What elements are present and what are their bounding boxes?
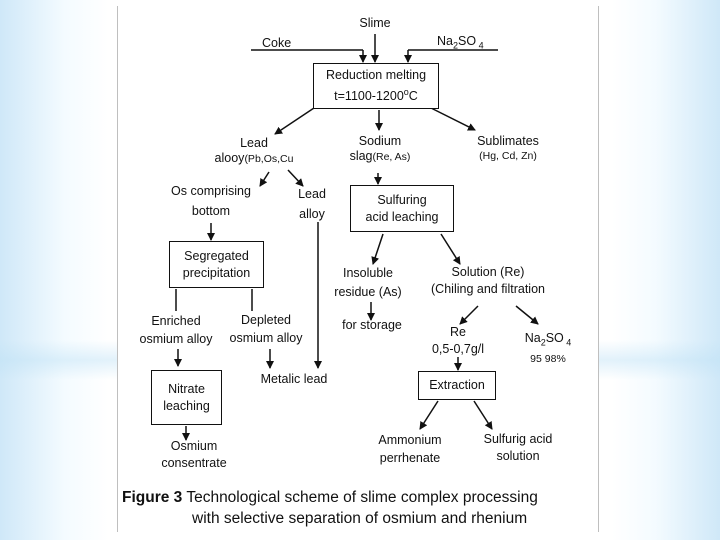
scheme-connectors bbox=[174, 34, 539, 441]
sodium-slag-node: Sodium slag(Re, As) bbox=[349, 134, 411, 163]
for-storage-label: for storage bbox=[342, 318, 402, 332]
arrow-solution-to-re bbox=[459, 305, 479, 325]
figure-label: Figure 3 bbox=[122, 489, 183, 506]
nitrate-leaching-box: Nitrate leaching bbox=[151, 370, 222, 425]
na2so4-input-label: Na2SO 4 bbox=[437, 34, 484, 51]
ammonium-perrhenate-node: Ammonium perrhenate bbox=[378, 433, 442, 465]
arrow-sulfuring-to-insoluble bbox=[371, 233, 384, 265]
coke-label: Coke bbox=[262, 36, 292, 50]
arrow-extraction-to-sulfuric bbox=[473, 400, 493, 430]
arrow-extraction-to-ammonium bbox=[419, 400, 439, 430]
arrow-reduction-to-lead bbox=[274, 107, 315, 135]
depleted-osmium-alloy-node: Depleted osmium alloy bbox=[229, 313, 303, 345]
insoluble-residue-node: Insoluble residue (As) bbox=[334, 266, 402, 299]
solution-re-node: Solution (Re) (Chiling and filtration bbox=[431, 265, 545, 296]
sulfuric-acid-solution-node: Sulfurig acid solution bbox=[483, 432, 553, 463]
lead-alloy-2-node: Lead alloy bbox=[298, 187, 326, 221]
figure-caption-line1: Figure 3 Technological scheme of slime c… bbox=[122, 489, 538, 506]
arrow-sulfuring-to-solution bbox=[440, 233, 461, 265]
figure-panel: Slime Coke Na2SO 4 Reduction melting t=1… bbox=[117, 6, 599, 532]
na2so4-output-node: Na2SO 4 95 98% bbox=[524, 331, 572, 365]
extraction-box: Extraction bbox=[418, 371, 496, 400]
reduction-melting-box: Reduction melting t=1100-1200oC bbox=[313, 63, 439, 109]
slime-label: Slime bbox=[359, 16, 391, 30]
enriched-osmium-alloy-node: Enriched osmium alloy bbox=[139, 314, 213, 346]
metalic-lead-label: Metalic lead bbox=[260, 372, 328, 386]
arrow-reduction-to-sublimates bbox=[430, 107, 476, 131]
osmium-consentrate-node: Osmium consentrate bbox=[161, 439, 227, 470]
sublimates-node: Sublimates (Hg, Cd, Zn) bbox=[477, 134, 539, 162]
arrow-lead-to-os-bottom bbox=[259, 171, 270, 187]
sulfuring-acid-leaching-box: Sulfuring acid leaching bbox=[350, 185, 454, 232]
re-concentration-node: Re 0,5-0,7g/l bbox=[431, 325, 485, 356]
lead-alloy-node: Lead alooy(Pb,Os,Cu bbox=[214, 136, 294, 165]
segregated-precipitation-box: Segregated precipitation bbox=[169, 241, 264, 288]
figure-caption-line2: with selective separation of osmium and … bbox=[192, 510, 528, 527]
arrow-solution-to-na2so4 bbox=[515, 305, 539, 325]
os-comprising-bottom-node: Os comprising bottom bbox=[171, 184, 251, 218]
arrow-lead-to-lead-alloy bbox=[287, 169, 304, 187]
